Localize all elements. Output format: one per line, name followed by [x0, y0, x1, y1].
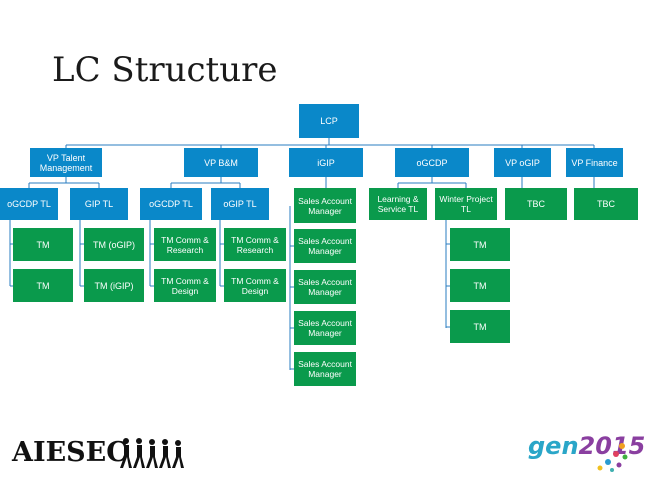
node-tm-ogip: TM (oGIP)	[84, 228, 144, 261]
node-vp-bm: VP B&M	[184, 148, 258, 177]
node-sales-account-manager-3: Sales Account Manager	[294, 270, 356, 304]
node-tm-igip: TM (iGIP)	[84, 269, 144, 302]
node-tm-winter-1: TM	[450, 228, 510, 261]
gen-logo-year: 2015	[578, 432, 645, 460]
aiesec-logo: AIESEC	[12, 437, 128, 468]
node-tm-1: TM	[13, 228, 73, 261]
node-tbc-2: TBC	[574, 188, 638, 220]
node-gip-tl: GIP TL	[70, 188, 128, 220]
node-tm-comm-research-1: TM Comm & Research	[154, 228, 216, 261]
node-tbc-1: TBC	[505, 188, 567, 220]
node-tm-winter-3: TM	[450, 310, 510, 343]
node-sales-account-manager-1: Sales Account Manager	[294, 188, 356, 223]
node-tm-comm-research-2: TM Comm & Research	[224, 228, 286, 261]
slide-title: LC Structure	[52, 50, 278, 90]
node-sales-account-manager-2: Sales Account Manager	[294, 229, 356, 263]
node-ogcdp-tl-1: oGCDP TL	[0, 188, 58, 220]
node-tm-2: TM	[13, 269, 73, 302]
node-winter-project-tl: Winter Project TL	[435, 188, 497, 220]
node-sales-account-manager-5: Sales Account Manager	[294, 352, 356, 386]
node-lcp: LCP	[299, 104, 359, 138]
node-ogcdp: oGCDP	[395, 148, 469, 177]
colorful-dots-icon	[597, 443, 628, 472]
node-tm-winter-2: TM	[450, 269, 510, 302]
node-ogip-tl: oGIP TL	[211, 188, 269, 220]
node-vp-finance: VP Finance	[566, 148, 623, 177]
node-vp-talent-management: VP Talent Management	[30, 148, 102, 177]
node-igip: iGIP	[289, 148, 363, 177]
node-tm-comm-design-2: TM Comm & Design	[224, 269, 286, 302]
gen-logo-text: gen	[528, 432, 579, 460]
node-ogcdp-tl-2: oGCDP TL	[140, 188, 202, 220]
walking-people-icon	[120, 438, 184, 468]
node-sales-account-manager-4: Sales Account Manager	[294, 311, 356, 345]
node-learning-service-tl: Learning & Service TL	[369, 188, 427, 220]
node-vp-ogip: VP oGIP	[494, 148, 551, 177]
gen2015-logo: gen2015	[528, 432, 645, 460]
node-tm-comm-design-1: TM Comm & Design	[154, 269, 216, 302]
